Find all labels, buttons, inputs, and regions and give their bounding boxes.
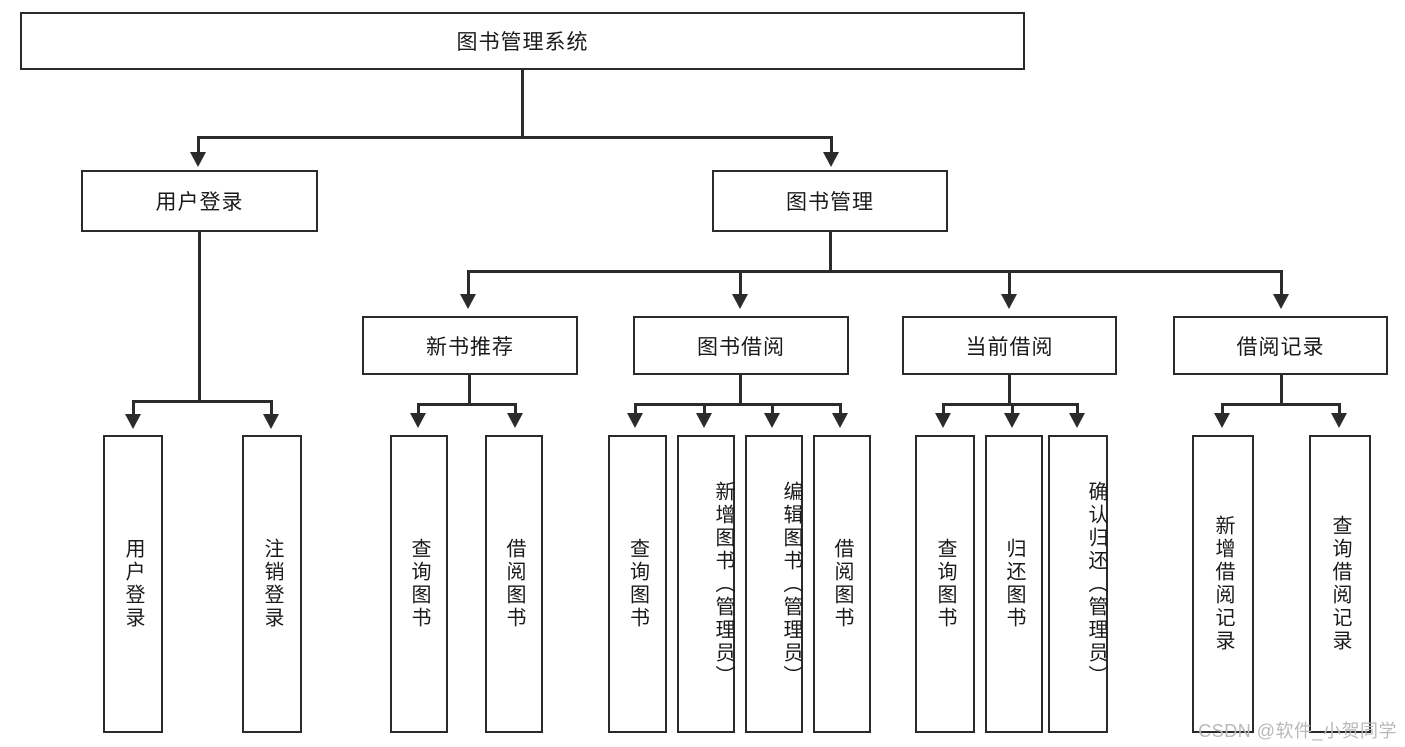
edge-drop-cb-return [1011, 403, 1014, 417]
edge-drop-new-books [467, 270, 470, 298]
arrow-bb-query [627, 413, 643, 428]
node-label: 当前借阅 [965, 335, 1054, 359]
node-label: 借阅图书 [831, 538, 853, 630]
node-label: 图书借阅 [697, 335, 785, 359]
node-label: 图书管理 [786, 191, 874, 214]
node-current-borrow[interactable]: 当前借阅 [902, 316, 1117, 375]
edge-userlogin-trunk [198, 232, 201, 402]
edge-drop-book-borrow [739, 270, 742, 298]
arrow-cb-confirm [1069, 413, 1085, 428]
edge-drop-bb-edit [771, 403, 774, 417]
node-label: 借阅记录 [1236, 335, 1325, 359]
leaf-user-login[interactable]: 用户登录 [103, 435, 163, 733]
node-label: 查询图书 [934, 538, 956, 630]
arrow-cb-query [935, 413, 951, 428]
arrow-leaf-logout [263, 414, 279, 429]
arrow-cb-return [1004, 413, 1020, 428]
edge-drop-bb-add [703, 403, 706, 417]
edge-drop-user-login [197, 136, 200, 156]
edge-drop-borrow-record [1280, 270, 1283, 298]
edge-drop-current-borrow [1008, 270, 1011, 298]
node-label: 新增借阅记录 [1212, 515, 1234, 653]
leaf-cb-return-book[interactable]: 归还图书 [985, 435, 1043, 733]
edge-level2-bus [197, 136, 833, 139]
leaf-bb-add-book-admin[interactable]: 新增图书（管理员） [677, 435, 735, 733]
arrow-nb-borrow [507, 413, 523, 428]
node-borrow-record[interactable]: 借阅记录 [1173, 316, 1388, 375]
arrow-br-query [1331, 413, 1347, 428]
edge-bookmgmt-trunk [829, 232, 832, 272]
leaf-logout[interactable]: 注销登录 [242, 435, 302, 733]
edge-bookborrow-bus [634, 403, 842, 406]
edge-drop-cb-confirm [1076, 403, 1079, 417]
arrow-book-borrow [732, 294, 748, 309]
arrow-user-login [190, 152, 206, 167]
edge-drop-leaf-logout [270, 400, 273, 418]
edge-drop-book-mgmt [830, 136, 833, 156]
edge-newbooks-bus [417, 403, 517, 406]
edge-root-trunk [521, 70, 524, 138]
arrow-leaf-userlogin [125, 414, 141, 429]
node-label: 查询图书 [626, 538, 649, 630]
leaf-br-query-record[interactable]: 查询借阅记录 [1309, 435, 1371, 733]
node-label: 图书管理系统 [456, 31, 589, 54]
edge-drop-br-query [1338, 403, 1341, 417]
node-label: 注销登录 [261, 538, 283, 630]
edge-drop-bb-lend [839, 403, 842, 417]
edge-drop-nb-query [417, 403, 420, 417]
edge-drop-cb-query [942, 403, 945, 417]
arrow-bb-lend [832, 413, 848, 428]
leaf-bb-edit-book-admin[interactable]: 编辑图书（管理员） [745, 435, 803, 733]
arrow-book-mgmt [823, 152, 839, 167]
arrow-current-borrow [1001, 294, 1017, 309]
node-book-borrow[interactable]: 图书借阅 [633, 316, 849, 375]
node-label: 归还图书 [1003, 538, 1025, 630]
arrow-borrow-record [1273, 294, 1289, 309]
leaf-nb-borrow-book[interactable]: 借阅图书 [485, 435, 543, 733]
leaf-cb-confirm-return-admin[interactable]: 确认归还（管理员） [1048, 435, 1108, 733]
node-root[interactable]: 图书管理系统 [20, 12, 1025, 70]
node-label: 用户登录 [155, 191, 244, 214]
node-label: 查询借阅记录 [1329, 515, 1351, 653]
edge-borrowrecord-bus [1221, 403, 1340, 406]
edge-currentborrow-trunk [1008, 375, 1011, 405]
leaf-nb-query-book[interactable]: 查询图书 [390, 435, 448, 733]
leaf-cb-query-book[interactable]: 查询图书 [915, 435, 975, 733]
edge-borrowrecord-trunk [1280, 375, 1283, 405]
arrow-nb-query [410, 413, 426, 428]
arrow-br-add [1214, 413, 1230, 428]
edge-userlogin-bus [132, 400, 272, 403]
csdn-watermark: CSDN @软件_小贺同学 [1198, 721, 1397, 741]
arrow-bb-add [696, 413, 712, 428]
node-new-book-recommend[interactable]: 新书推荐 [362, 316, 578, 375]
node-label: 查询图书 [408, 538, 430, 630]
edge-drop-br-add [1221, 403, 1224, 417]
node-label: 编辑图书（管理员） [780, 480, 802, 688]
edge-drop-leaf-userlogin [132, 400, 135, 418]
node-label: 借阅图书 [503, 538, 525, 630]
edge-newbooks-trunk [468, 375, 471, 405]
edge-level3-bus [467, 270, 1283, 273]
edge-drop-nb-borrow [514, 403, 517, 417]
edge-bookborrow-trunk [739, 375, 742, 405]
edge-drop-bb-query [634, 403, 637, 417]
arrow-new-books [460, 294, 476, 309]
node-user-login[interactable]: 用户登录 [81, 170, 318, 232]
node-label: 新书推荐 [426, 335, 514, 359]
leaf-br-add-record[interactable]: 新增借阅记录 [1192, 435, 1254, 733]
node-label: 用户登录 [122, 538, 144, 630]
leaf-bb-query-book[interactable]: 查询图书 [608, 435, 667, 733]
node-book-management[interactable]: 图书管理 [712, 170, 948, 232]
edge-currentborrow-bus [942, 403, 1076, 406]
node-label: 确认归还（管理员） [1085, 480, 1107, 688]
arrow-bb-edit [764, 413, 780, 428]
leaf-bb-lend-book[interactable]: 借阅图书 [813, 435, 871, 733]
node-label: 新增图书（管理员） [712, 480, 734, 688]
